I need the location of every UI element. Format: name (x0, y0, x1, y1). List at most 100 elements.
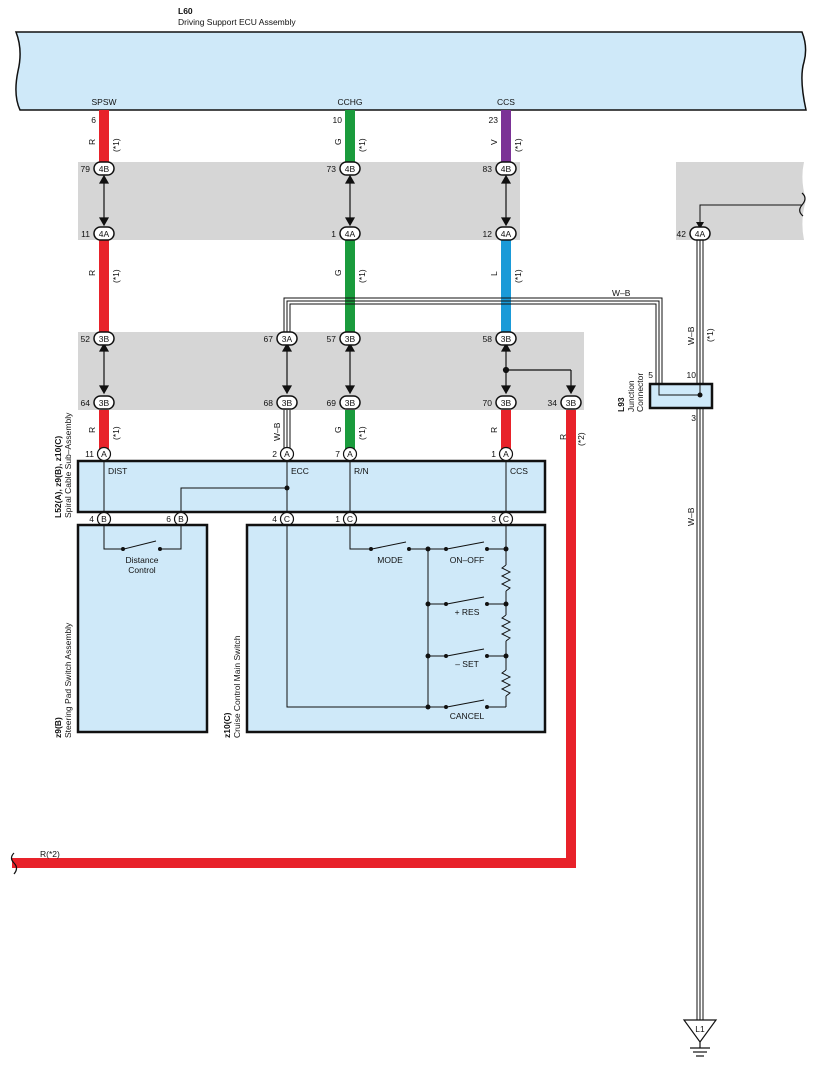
cruise-switch-box (245, 523, 547, 734)
wb-wire-label: W–B (612, 288, 631, 298)
steering-pad-name: Steering Pad Switch Assembly (63, 622, 73, 738)
wire-ccs-mid (501, 240, 511, 332)
wire-spsw-upper (99, 110, 109, 162)
conn-r2-0: 4A (99, 229, 110, 239)
pin-r4-2: 69 (327, 398, 337, 408)
distance-control-switch (103, 525, 182, 550)
pin-r3-3: 58 (483, 334, 493, 344)
pin-r3-1: 67 (264, 334, 274, 344)
distance-label-1: Distance (125, 555, 158, 565)
wire-spsw-low (99, 410, 109, 454)
spiral-top-pin-3: 1 (491, 449, 496, 459)
spiral-cable-box (76, 459, 547, 514)
ecu-name: Driving Support ECU Assembly (178, 17, 296, 27)
junction-internal (658, 384, 701, 396)
spiral-label-ecc: ECC (291, 466, 309, 476)
pin-r2-2: 12 (483, 229, 493, 239)
pin-r4-0: 64 (81, 398, 91, 408)
ground-icon (682, 1019, 718, 1057)
steering-pad-box (76, 523, 209, 734)
junction-name-2: Connector (635, 373, 645, 412)
conn-r4-2: 3B (345, 398, 356, 408)
wire-codes: R (*1) G (*1) V (*1) R (*1) G (*1) L (*1… (87, 138, 715, 526)
spiral-label-dist: DIST (108, 466, 127, 476)
wire-ccs-low (501, 410, 511, 454)
code-low-1: W–B (272, 422, 282, 441)
wire-ccs-upper (501, 110, 511, 162)
note-ecu-0: (*1) (111, 138, 121, 152)
spiral-top-pin-0: 11 (85, 449, 94, 459)
junction-name-1: Junction (626, 380, 636, 412)
wire-red-star2 (12, 410, 576, 868)
ecu-box (14, 31, 807, 111)
pin-r2-3: 42 (677, 229, 687, 239)
spiral-bot-pin-4: 3 (491, 514, 496, 524)
spiral-top-pin-1: 2 (272, 449, 277, 459)
spiral-top-conn-1: A (284, 449, 290, 459)
spiral-name: Spiral Cable Sub–Assembly (63, 412, 73, 518)
wire-cchg-mid (345, 240, 355, 332)
pin-r3-2: 57 (327, 334, 337, 344)
pin-r4-4: 34 (548, 398, 558, 408)
distance-label-2: Control (128, 565, 156, 575)
note-ecu-1: (*1) (357, 138, 367, 152)
wire-spsw-mid (99, 240, 109, 332)
spiral-bot-pin-2: 4 (272, 514, 277, 524)
pin-r1-0: 79 (81, 164, 91, 174)
right-feed-arrow (696, 222, 704, 229)
code-mid-1: G (333, 269, 343, 276)
code-junction-upper: W–B (686, 326, 696, 345)
wire-break-right (799, 192, 806, 217)
wire-wb-ground (696, 240, 704, 1020)
conn-r4-0: 3B (99, 398, 110, 408)
code-ecu-0: R (87, 139, 97, 145)
conn-r2-3: 4A (695, 229, 706, 239)
spiral-top-conn-0: A (101, 449, 107, 459)
code-low-3: R (489, 427, 499, 433)
junction-pin-bottom: 3 (691, 413, 696, 423)
conn-r4-1: 3B (282, 398, 293, 408)
connector-pins (93, 161, 711, 410)
spiral-splice-dot (284, 485, 290, 491)
ecu-terminal-cchg: CCHG (337, 97, 362, 107)
spiral-cable-internal (103, 461, 507, 512)
wire-cchg-low (345, 410, 355, 454)
wire-break-left (10, 852, 18, 875)
spiral-label-rn: R/N (354, 466, 369, 476)
code-ecu-2: V (489, 139, 499, 145)
junction-pin-in: 5 (648, 370, 653, 380)
cruise-switch-circuit (286, 525, 512, 708)
spiral-bot-conn-3: C (347, 514, 353, 524)
ecu-terminal-spsw: SPSW (91, 97, 116, 107)
note-ecu-2: (*1) (513, 138, 523, 152)
pin-r3-0: 52 (81, 334, 91, 344)
spiral-top-pin-2: 7 (335, 449, 340, 459)
note-mid-1: (*1) (357, 269, 367, 283)
pin-r2-1: 1 (331, 229, 336, 239)
spiral-bot-conn-1: B (178, 514, 184, 524)
wire-wb-low (283, 410, 291, 454)
code-low-4: R (558, 434, 568, 440)
distance-switch-contacts (121, 547, 162, 551)
pin-r2-0: 11 (81, 229, 90, 239)
spiral-top-pins (96, 446, 514, 462)
junction-pin-top: 10 (687, 370, 697, 380)
conn-r1-0: 4B (99, 164, 110, 174)
switch-mode-label: MODE (377, 555, 403, 565)
note-mid-2: (*1) (513, 269, 523, 283)
splice-ccs (502, 366, 577, 395)
switch-set-label: – SET (455, 659, 479, 669)
wire-cchg-upper (345, 110, 355, 162)
spiral-code: L52(A), z9(B), z10(C) (53, 436, 63, 518)
ecu-terminal-ccs: CCS (497, 97, 515, 107)
spiral-bot-conn-4: C (503, 514, 509, 524)
code-low-0: R (87, 427, 97, 433)
pin-r1-1: 73 (327, 164, 337, 174)
code-mid-0: R (87, 270, 97, 276)
conn-r3-1: 3A (282, 334, 293, 344)
code-junction-lower: W–B (686, 507, 696, 526)
wire-right-feed (699, 204, 802, 228)
conn-r3-0: 3B (99, 334, 110, 344)
note-low-0: (*1) (111, 426, 121, 440)
conn-r3-2: 3B (345, 334, 356, 344)
